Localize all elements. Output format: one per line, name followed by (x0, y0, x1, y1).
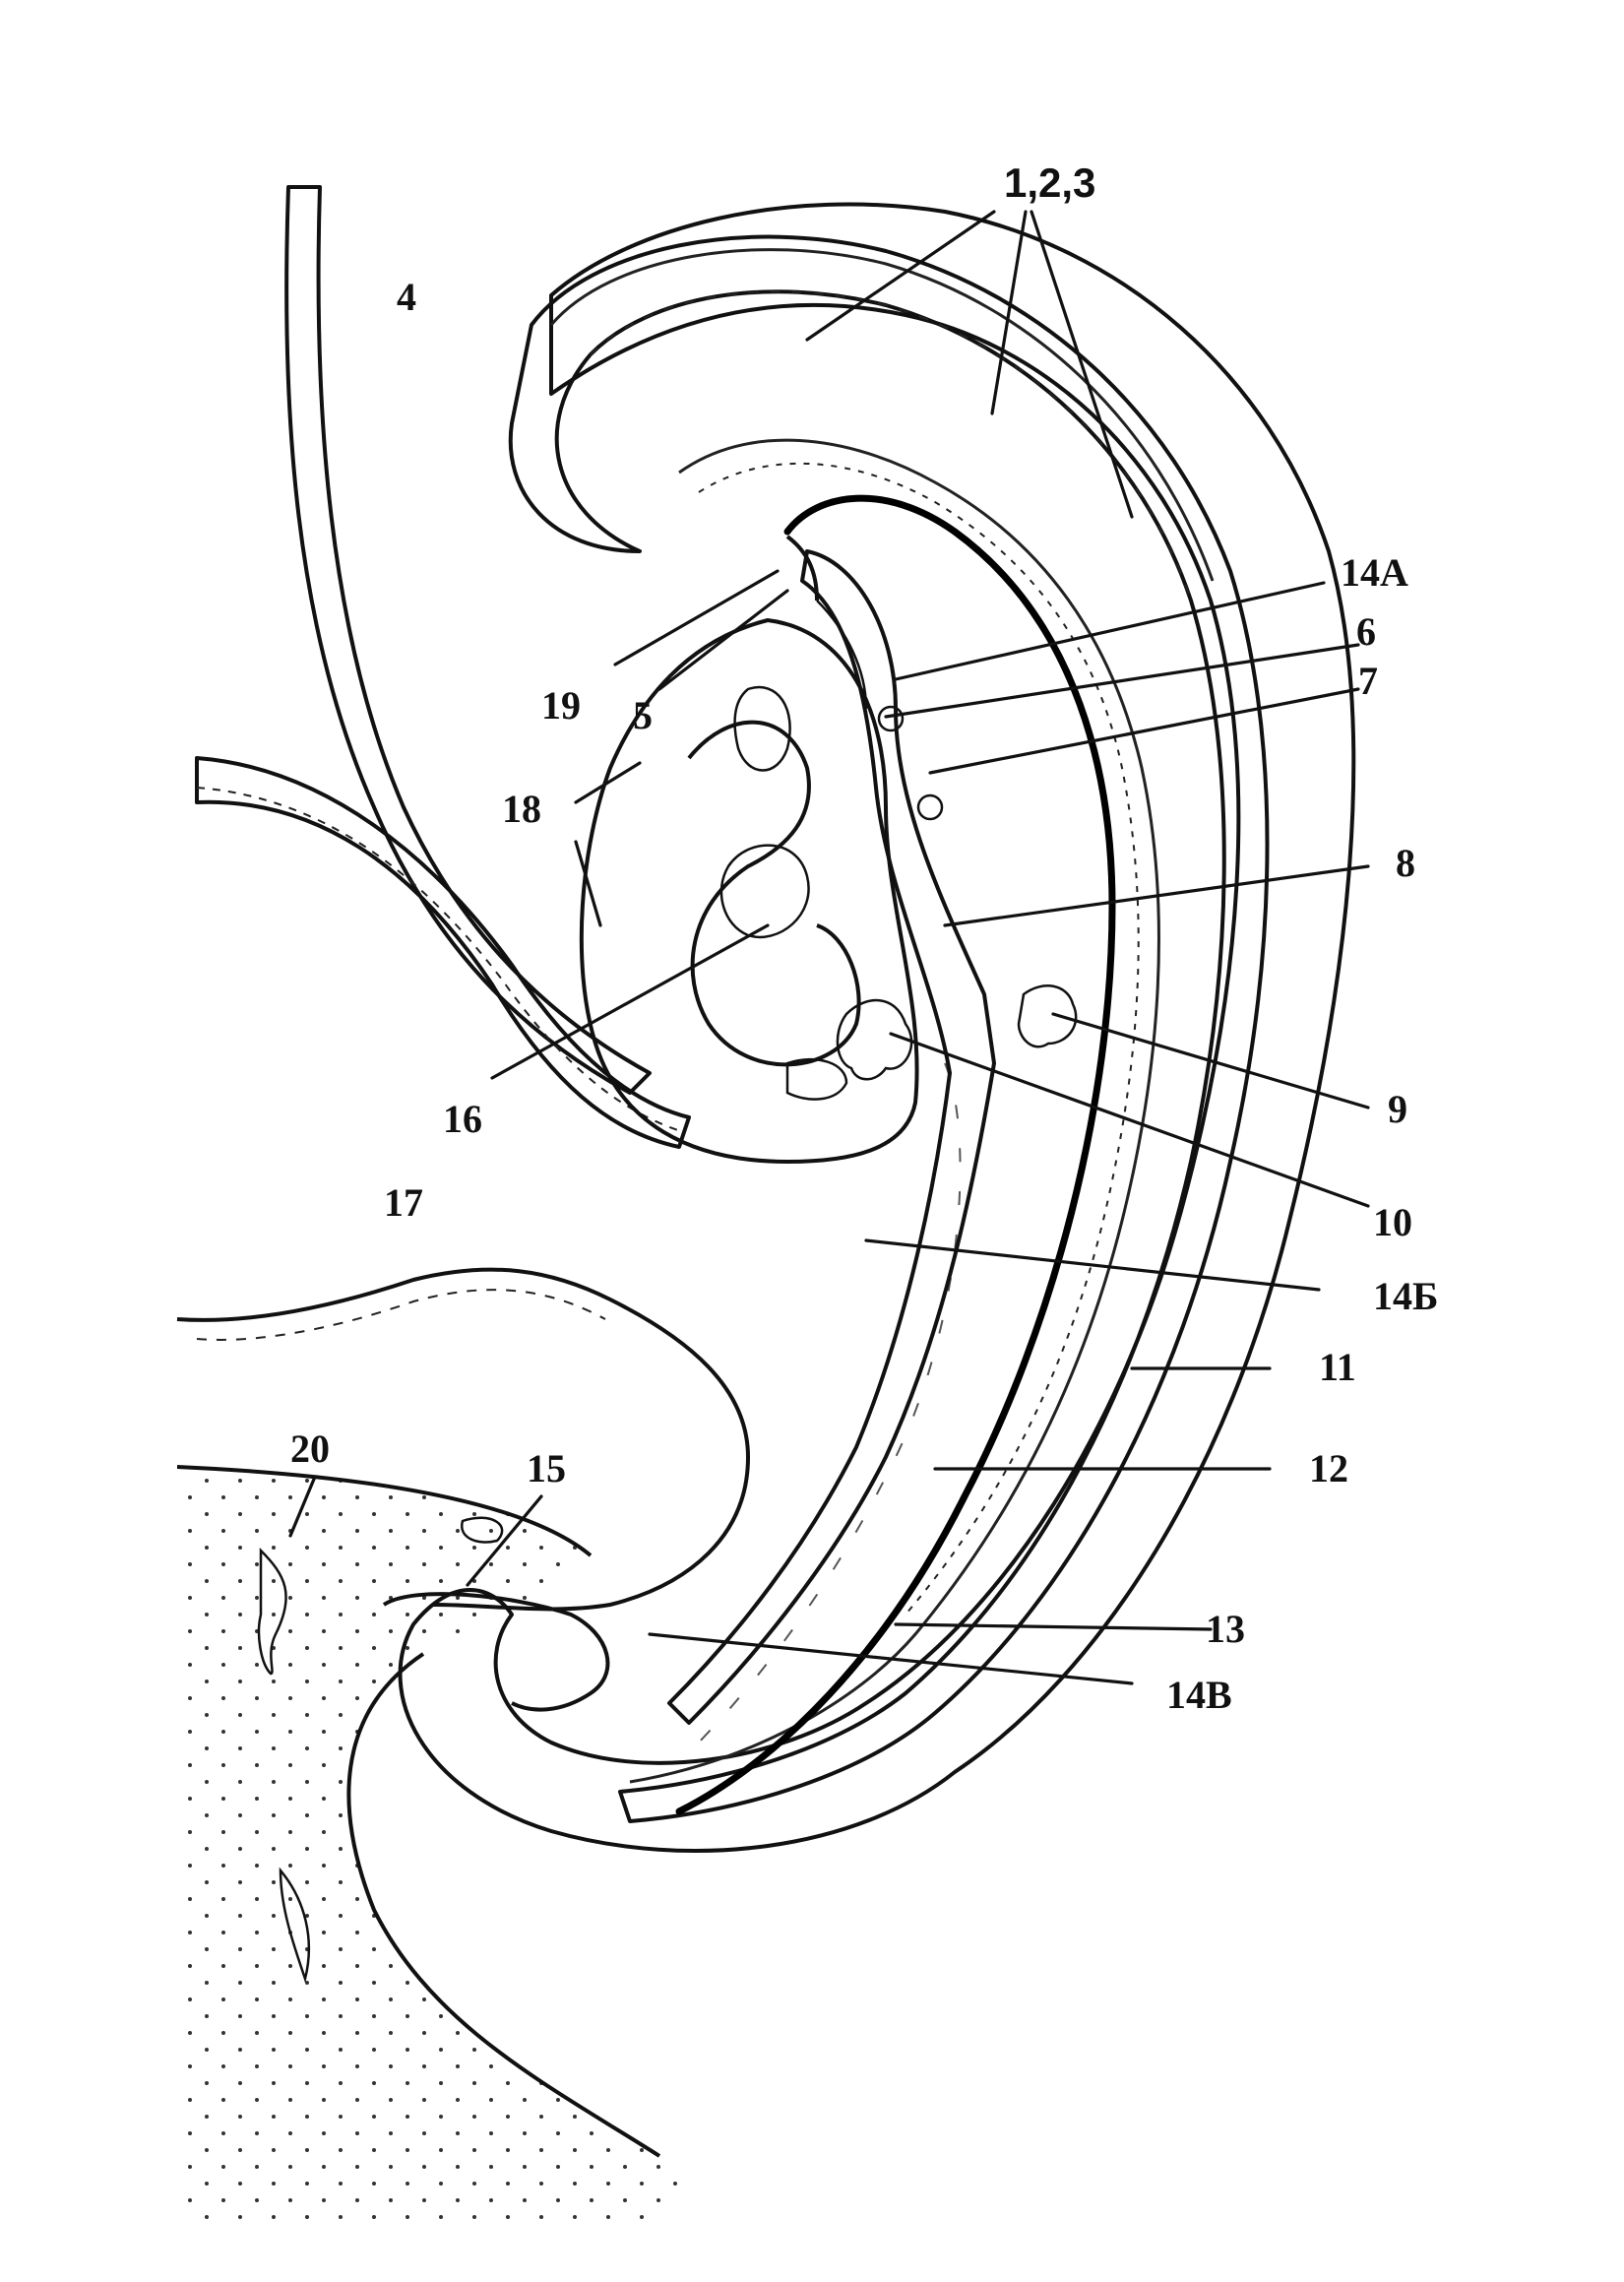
label-13: 13 (1206, 1607, 1245, 1651)
label-20: 20 (290, 1426, 330, 1471)
labels: 1,2,3 4 19 5 18 14А 6 7 8 9 10 14Б 11 12… (290, 159, 1438, 1717)
label-14v: 14В (1166, 1673, 1232, 1717)
label-15: 15 (527, 1446, 566, 1490)
label-1-2-3: 1,2,3 (1004, 159, 1095, 206)
label-9: 9 (1388, 1087, 1407, 1131)
label-8: 8 (1396, 841, 1415, 885)
neural-tube (511, 237, 1268, 1821)
amnion-membrane (286, 187, 650, 1093)
label-18: 18 (502, 787, 541, 831)
label-12: 12 (1309, 1446, 1348, 1490)
embryo-body (401, 205, 1354, 1851)
label-14b: 14Б (1373, 1274, 1438, 1318)
oral-membrane (787, 537, 942, 819)
label-4: 4 (397, 275, 416, 319)
lower-left-tissue (177, 1467, 677, 2225)
label-7: 7 (1358, 659, 1378, 703)
label-14a: 14А (1341, 550, 1408, 595)
label-11: 11 (1319, 1345, 1356, 1389)
label-6: 6 (1356, 609, 1376, 654)
leader-lines (290, 212, 1368, 1683)
label-16: 16 (443, 1097, 482, 1141)
label-10: 10 (1373, 1200, 1412, 1244)
label-5: 5 (633, 693, 653, 737)
gut-tube (669, 551, 994, 1723)
label-19: 19 (541, 683, 581, 728)
label-17: 17 (384, 1180, 423, 1225)
